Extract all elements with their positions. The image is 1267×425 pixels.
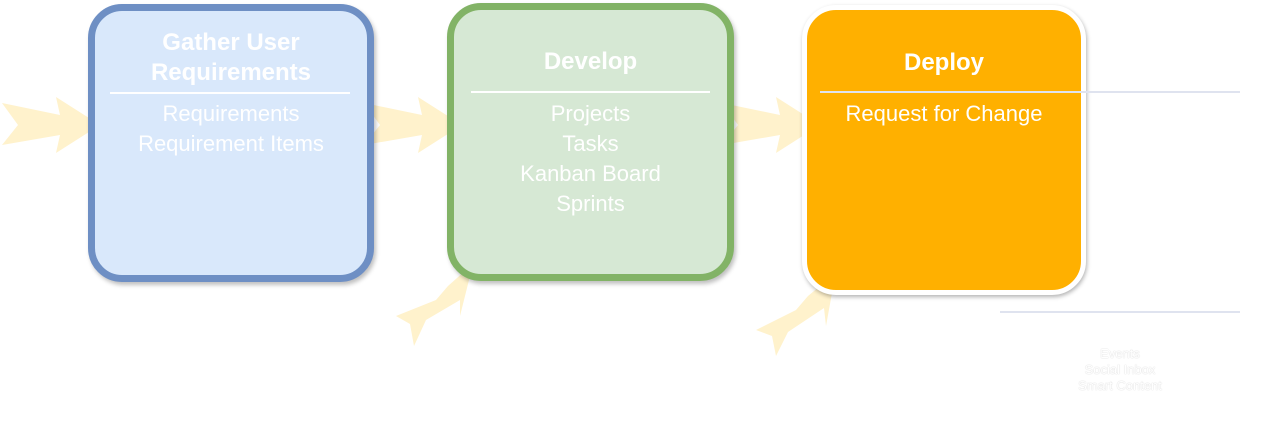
- stage-box-develop: Develop Projects Tasks Kanban Board Spri…: [447, 3, 734, 281]
- stage-item: Projects: [550, 101, 631, 126]
- stage-items: Requirements Requirement Items: [95, 99, 367, 159]
- deploy-divider-line: [820, 91, 1240, 93]
- extra-notes: Events Social Inbox Smart Content: [1050, 346, 1190, 394]
- stage-divider: [110, 92, 350, 94]
- arrow-icon: [392, 262, 482, 352]
- stage-item: Requirements: [162, 101, 300, 126]
- stage-box-gather: Gather User Requirements Requirements Re…: [88, 4, 374, 282]
- arrow-icon: [362, 95, 464, 157]
- stage-divider: [471, 91, 710, 93]
- stage-items: Projects Tasks Kanban Board Sprints: [454, 99, 727, 219]
- extra-note: Smart Content: [1078, 378, 1162, 393]
- stage-item: Request for Change: [845, 101, 1043, 126]
- stage-item: Requirement Items: [138, 131, 324, 156]
- stage-title: Deploy: [903, 49, 984, 76]
- stage-item: Tasks: [562, 131, 619, 156]
- stage-box-deploy: Deploy Request for Change: [802, 5, 1086, 295]
- stage-items: Request for Change: [807, 99, 1081, 129]
- arrow-icon: [0, 95, 102, 157]
- stage-item: Kanban Board: [520, 161, 661, 186]
- arrow-icon: [752, 270, 842, 360]
- arrow-icon: [720, 95, 822, 157]
- stage-title: Gather User Requirements: [150, 29, 312, 86]
- extra-note: Events: [1100, 346, 1140, 361]
- stage-item: Sprints: [556, 191, 625, 216]
- extra-note: Social Inbox: [1084, 362, 1156, 377]
- extra-divider-line: [1000, 311, 1240, 313]
- stage-title: Develop: [543, 48, 638, 75]
